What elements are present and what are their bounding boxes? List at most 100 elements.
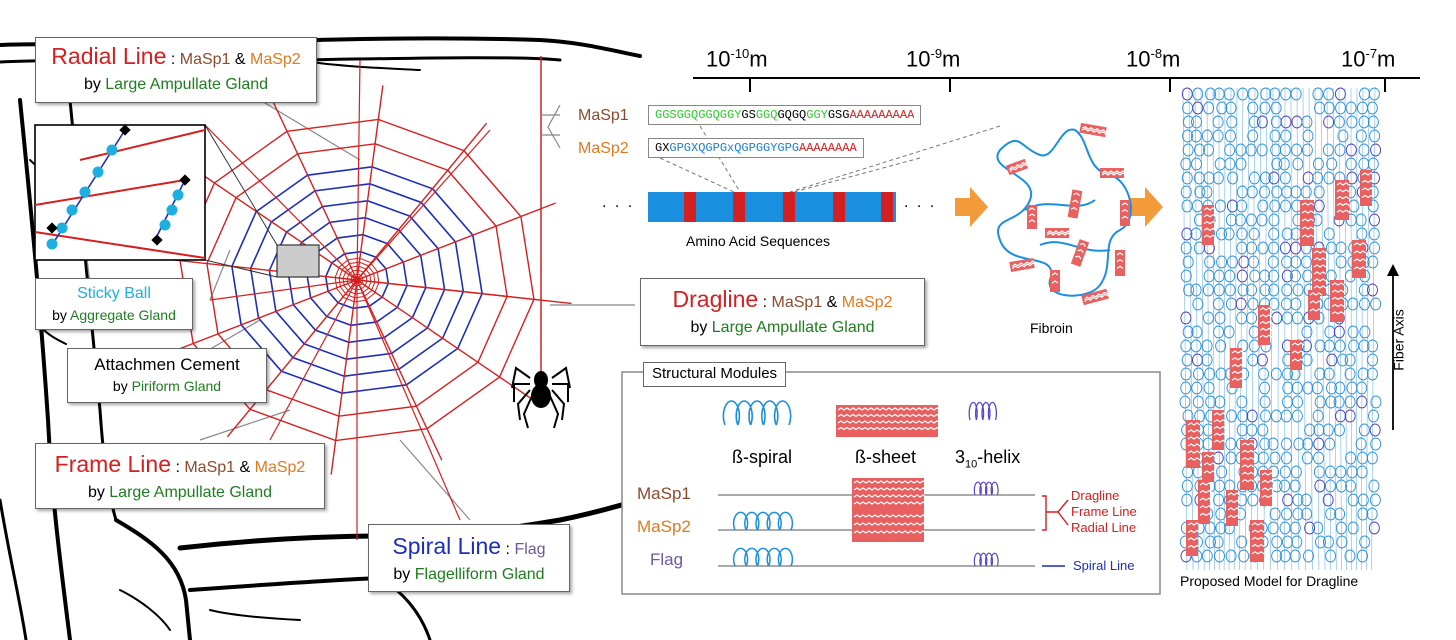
fibroin-diagram — [996, 122, 1132, 306]
model-coil — [1355, 129, 1367, 143]
sheet-block — [1198, 480, 1210, 524]
model-coil — [1323, 367, 1335, 381]
model-coil — [1303, 549, 1314, 563]
length-scale-bar — [693, 77, 1420, 92]
sheet-wave — [1336, 195, 1350, 200]
fibroin-sheet — [1070, 239, 1090, 267]
model-sheet — [1290, 340, 1305, 370]
sheet-block — [1202, 452, 1214, 482]
sheet-wave — [1231, 377, 1245, 381]
sheet-wave — [1291, 350, 1305, 354]
sheet-wave — [1187, 522, 1201, 526]
anchor-thread — [356, 129, 491, 281]
sheet-block — [1067, 189, 1083, 219]
sheet-wave — [1073, 192, 1080, 197]
sheet-wave — [1331, 282, 1345, 286]
model-coil — [1281, 269, 1293, 283]
model-coil — [1345, 143, 1357, 157]
model-strand — [1344, 87, 1347, 571]
sheet-wave — [1116, 265, 1124, 269]
model-coil — [1259, 269, 1271, 283]
spider-leg — [549, 395, 560, 429]
model-coil — [1291, 409, 1303, 423]
model-coil — [1269, 507, 1281, 521]
model-coil — [1246, 423, 1258, 437]
model-coil — [1282, 493, 1294, 507]
model-coil — [1324, 325, 1336, 339]
by-text: by — [393, 565, 415, 583]
sheet-wave — [1241, 442, 1255, 446]
spider-leg — [522, 395, 533, 429]
model-coil — [1201, 185, 1213, 199]
sequence-segment: GGQ — [755, 108, 778, 122]
row-flag: Flag — [650, 550, 684, 569]
fibroin-sheet-block — [1067, 189, 1083, 219]
model-coil — [1256, 213, 1268, 227]
sheet-wave — [1203, 234, 1217, 238]
cement-node — [179, 174, 191, 186]
scale-exponent: -10 — [730, 46, 750, 61]
model-strand — [1182, 87, 1188, 571]
model-coil — [1281, 185, 1293, 199]
model-sheet — [1352, 240, 1367, 278]
radial-thread — [356, 202, 556, 281]
sheet-wave — [1227, 514, 1241, 519]
model-coil — [1356, 395, 1368, 409]
fibroin-sheet — [1081, 288, 1109, 306]
model-strand — [1356, 87, 1358, 571]
model-coil — [1346, 171, 1358, 185]
scale-base: 10 — [706, 46, 731, 72]
sheet-wave — [1121, 215, 1129, 219]
model-sheet — [1212, 410, 1227, 450]
model-coil — [1204, 255, 1216, 269]
sheet-wave — [1187, 529, 1201, 534]
model-coil — [1246, 311, 1258, 325]
model-coil — [1358, 115, 1370, 129]
model-coil — [1224, 157, 1236, 171]
alanine-block — [881, 192, 893, 222]
model-coil — [1326, 353, 1338, 367]
model-coil — [1247, 493, 1259, 507]
sheet-block — [1212, 410, 1224, 450]
model-coil — [1257, 199, 1269, 213]
model-coil — [1203, 101, 1215, 115]
model-coil — [1368, 479, 1380, 493]
model-coil — [1301, 143, 1313, 157]
sheet-wave — [1008, 162, 1027, 171]
model-strand — [1296, 87, 1300, 571]
model-coil — [1324, 479, 1336, 493]
model-coil — [1182, 143, 1194, 157]
structural-modules-title: Structural Modules — [643, 362, 787, 387]
model-coil — [1201, 339, 1213, 353]
helix-suffix: -helix — [977, 447, 1021, 467]
sheet-wave — [1046, 230, 1072, 234]
frame-line-title: Frame Line — [54, 451, 171, 477]
model-coil — [1236, 535, 1248, 549]
model-coil — [1344, 367, 1356, 381]
model-strand — [1366, 87, 1370, 571]
sheet-wave — [1051, 272, 1059, 276]
model-coil — [1344, 395, 1356, 409]
fibroin-sheet — [1120, 200, 1130, 226]
sheet-wave — [1309, 292, 1323, 296]
model-coil — [1192, 297, 1204, 311]
sticky-ball — [66, 204, 78, 216]
sheet-wave — [1081, 125, 1107, 133]
dragline-title: Dragline — [672, 286, 759, 312]
sheet-wave — [1336, 209, 1350, 213]
dragline-label: Dragline : MaSp1 & MaSp2 by Large Ampull… — [640, 278, 925, 346]
spider-leg — [516, 389, 531, 421]
sheet-wave — [1227, 499, 1241, 504]
sheet-wave — [1081, 127, 1106, 135]
model-coil — [1225, 129, 1236, 143]
web-hub — [353, 276, 361, 284]
model-coil — [1179, 395, 1191, 409]
sheet-wave — [1251, 529, 1265, 533]
sheet-wave — [1199, 497, 1213, 501]
model-coil — [1192, 395, 1204, 409]
model-coil — [1214, 395, 1226, 409]
model-coil — [1292, 157, 1304, 171]
model-coil — [1367, 157, 1379, 171]
model-coil — [1191, 115, 1202, 129]
model-coil — [1259, 283, 1271, 297]
